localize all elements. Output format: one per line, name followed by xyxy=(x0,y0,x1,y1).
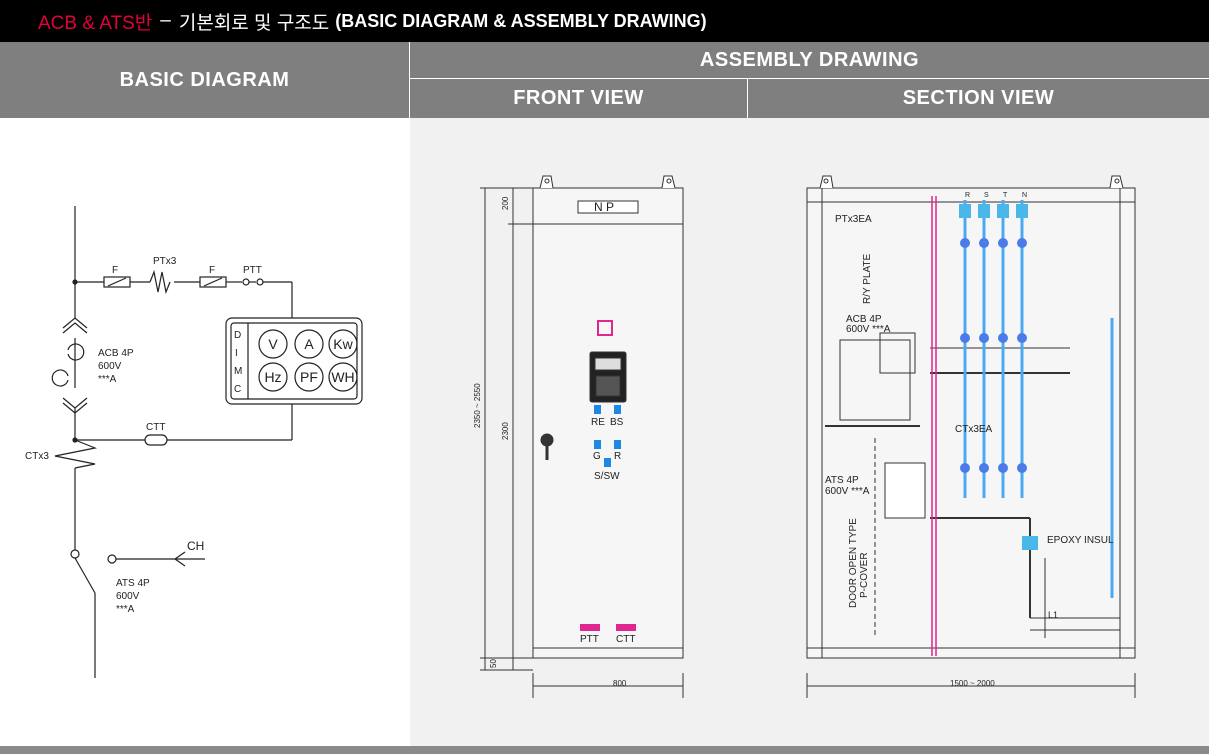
label-acb-2: 600V xyxy=(98,361,122,372)
assembly-drawing-header: ASSEMBLY DRAWING xyxy=(410,42,1209,78)
meter-wh: WH xyxy=(331,369,354,385)
front-dim-50: 50 xyxy=(489,659,498,668)
label-ctx3: CTx3 xyxy=(25,451,49,462)
label-ctt: CTT xyxy=(146,422,165,433)
label-f2: F xyxy=(209,265,215,276)
title-bar: ACB & ATS반 – 기본회로 및 구조도 (BASIC DIAGRAM &… xyxy=(0,0,1209,42)
section-ryplate-label: R/Y PLATE xyxy=(862,253,873,304)
busbar-s: S xyxy=(984,192,989,199)
bottom-bar xyxy=(0,746,1209,754)
meter-a: A xyxy=(304,336,314,352)
section-ats-label-2: 600V ***A xyxy=(825,486,870,497)
label-f1: F xyxy=(112,265,118,276)
label-ats-2: 600V xyxy=(116,591,140,602)
title-korean: 기본회로 및 구조도 xyxy=(178,12,330,34)
label-ats-1: ATS 4P xyxy=(116,578,150,589)
front-dim-200: 200 xyxy=(501,196,510,210)
front-width-dim: 800 xyxy=(613,679,627,688)
front-re-label: RE xyxy=(591,417,605,428)
front-ssw-label: S/SW xyxy=(594,471,620,482)
label-dimc-c: C xyxy=(234,384,241,395)
assembly-drawing-panel: N P RE BS G R S/SW PTT CTT 800 200 2300 … xyxy=(410,118,1209,746)
section-door-label-2: P-COVER xyxy=(859,552,870,598)
front-ptt-label: PTT xyxy=(580,634,599,645)
front-view-drawing xyxy=(480,175,684,698)
basic-diagram-svg: F PTx3 F PTT ACB 4P 600V ***A CTT CTx3 C… xyxy=(25,206,363,678)
basic-diagram-panel: F PTx3 F PTT ACB 4P 600V ***A CTT CTx3 C… xyxy=(0,118,410,746)
meter-pf: PF xyxy=(300,369,318,385)
label-dimc-i: I xyxy=(235,348,238,359)
section-width-dim: 1500 ~ 2000 xyxy=(950,679,995,688)
busbar-t: T xyxy=(1003,192,1008,199)
section-ats-label-1: ATS 4P xyxy=(825,475,859,486)
section-view-drawing xyxy=(806,175,1136,698)
label-ats-3: ***A xyxy=(116,604,135,615)
title-dash: – xyxy=(160,10,171,31)
front-dim-2300: 2300 xyxy=(501,422,510,440)
section-epoxy-label: EPOXY INSUL xyxy=(1047,535,1114,546)
label-acb-1: ACB 4P xyxy=(98,348,134,359)
section-acb-label-2: 600V ***A xyxy=(846,324,891,335)
label-dimc-m: M xyxy=(234,366,242,377)
meter-v: V xyxy=(268,336,278,352)
section-door-label-1: DOOR OPEN TYPE xyxy=(848,518,859,608)
front-view-header: FRONT VIEW xyxy=(410,79,747,118)
front-np-label: N P xyxy=(594,200,614,214)
label-dimc-d: D xyxy=(234,330,241,341)
assembly-drawing-svg: N P RE BS G R S/SW PTT CTT 800 200 2300 … xyxy=(473,175,1136,698)
section-ptx3ea-label: PTx3EA xyxy=(835,214,872,225)
label-acb-3: ***A xyxy=(98,374,117,385)
front-bs-label: BS xyxy=(610,417,624,428)
meter-hz: Hz xyxy=(264,369,281,385)
front-ctt-label: CTT xyxy=(616,634,635,645)
front-g-label: G xyxy=(593,451,601,462)
front-dim-total: 2350 ~ 2550 xyxy=(473,383,482,428)
label-ch: CH xyxy=(187,539,204,553)
label-ptx3: PTx3 xyxy=(153,256,177,267)
section-acb-label-1: ACB 4P xyxy=(846,314,882,325)
title-english: (BASIC DIAGRAM & ASSEMBLY DRAWING) xyxy=(335,10,707,31)
busbar-r: R xyxy=(965,192,970,199)
label-ptt: PTT xyxy=(243,265,262,276)
title-prefix: ACB & ATS반 xyxy=(38,12,153,34)
front-r-label: R xyxy=(614,451,621,462)
basic-diagram-header: BASIC DIAGRAM xyxy=(0,42,409,118)
section-view-header: SECTION VIEW xyxy=(748,79,1209,118)
meter-kw: Kw xyxy=(333,336,353,352)
busbar-n: N xyxy=(1022,192,1027,199)
section-l1-label: L1 xyxy=(1048,610,1058,620)
section-ctx3ea-label: CTx3EA xyxy=(955,424,993,435)
